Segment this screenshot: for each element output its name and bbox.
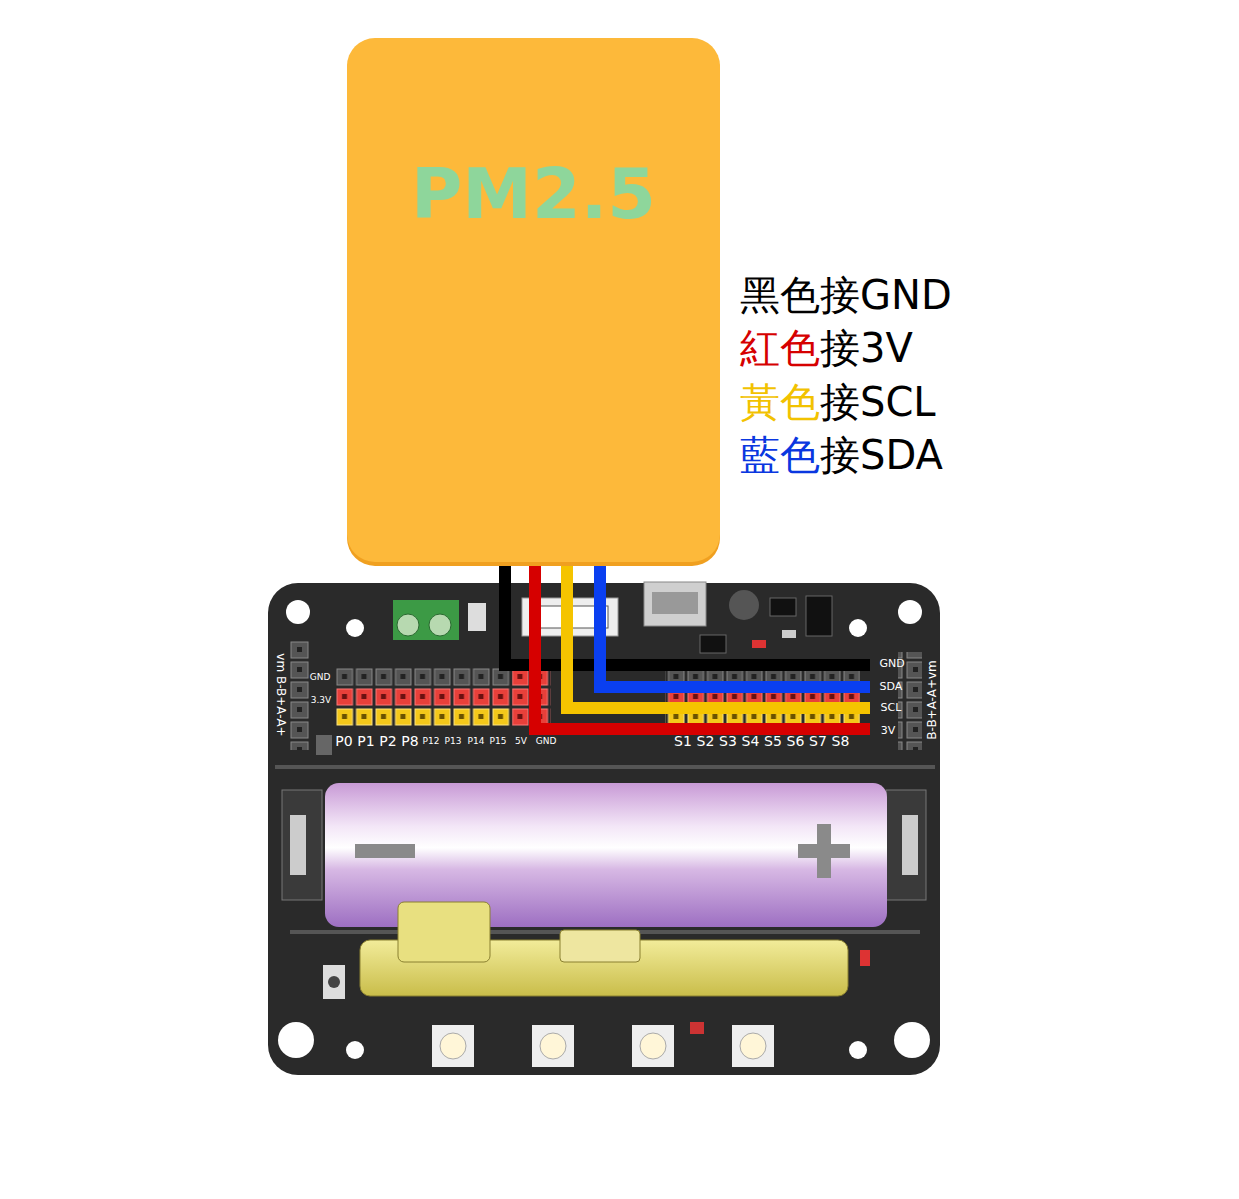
side-pin-label: B-B+A-A+vm [925, 660, 939, 740]
pin-label: 3V [881, 724, 896, 737]
row-label: GND [310, 672, 331, 682]
pin-label: 5V [515, 736, 527, 746]
servo-pin-label: S3 [719, 733, 737, 749]
pin-label: P1 [357, 733, 374, 749]
servo-pin-label: S2 [697, 733, 715, 749]
wire-color: 藍色 [740, 432, 820, 478]
pin-label: P13 [445, 736, 462, 746]
wiring-note: 紅色接3V [740, 326, 913, 370]
pin-label: SDA [880, 680, 903, 693]
pin-label: SCL [881, 701, 902, 714]
wire-color: 紅色 [740, 325, 820, 371]
servo-pin-label: S6 [787, 733, 805, 749]
side-pin-label: vm B-B+A-A+ [274, 653, 288, 736]
servo-pin-label: S5 [764, 733, 782, 749]
module-name: PM2.5 [411, 153, 656, 235]
wiring-note: 黃色接SCL [740, 380, 936, 424]
servo-pin-label: S7 [809, 733, 827, 749]
pin-label: P15 [490, 736, 507, 746]
wire-color: 黑色 [740, 272, 820, 318]
pin-label: P2 [379, 733, 396, 749]
pin-target: 接GND [820, 272, 952, 318]
pin-label: GND [536, 736, 557, 746]
pin-label: P0 [335, 733, 352, 749]
pin-label: P12 [423, 736, 440, 746]
servo-pin-label: S8 [832, 733, 850, 749]
pin-target: 接SDA [820, 432, 943, 478]
wiring-note: 黑色接GND [740, 273, 952, 317]
wire-color: 黃色 [740, 379, 820, 425]
row-label: 3.3V [311, 695, 331, 705]
pin-label: P14 [468, 736, 485, 746]
pin-label: GND [879, 657, 904, 670]
pin-label: P8 [401, 733, 418, 749]
servo-pin-label: S4 [742, 733, 760, 749]
pin-target: 接SCL [820, 379, 936, 425]
pin-target: 接3V [820, 325, 913, 371]
sensor-module: PM2.5 [347, 38, 720, 562]
servo-pin-label: S1 [674, 733, 692, 749]
wiring-note: 藍色接SDA [740, 433, 943, 477]
